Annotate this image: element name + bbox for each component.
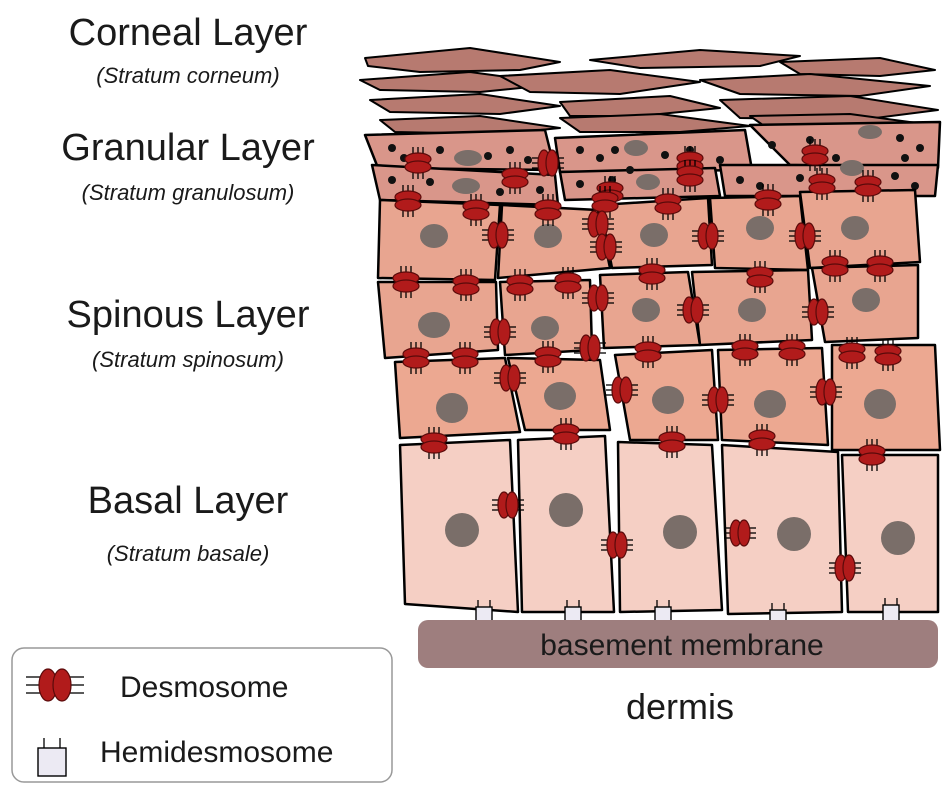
nucleus — [624, 140, 648, 156]
nucleus — [632, 298, 660, 322]
spinous-layer-title: Spinous Layer — [67, 294, 310, 336]
nucleus — [777, 517, 811, 551]
nucleus — [754, 390, 786, 418]
nucleus — [881, 521, 915, 555]
basal-layer — [400, 436, 938, 614]
corneocyte — [365, 48, 560, 72]
nucleus — [549, 493, 583, 527]
spinous-layer — [378, 190, 940, 450]
nucleus — [864, 389, 896, 419]
legend: Desmosome Hemidesmosome — [12, 648, 392, 782]
corneocyte — [590, 50, 800, 68]
nucleus — [636, 174, 660, 190]
legend-desmosome-label: Desmosome — [120, 671, 288, 704]
nucleus — [452, 178, 480, 194]
corneocyte — [500, 70, 700, 94]
nucleus — [454, 150, 482, 166]
corneal-layer-title: Corneal Layer — [69, 12, 308, 54]
nucleus — [840, 160, 864, 176]
corneocyte — [700, 74, 930, 96]
corneal-layer — [360, 48, 938, 134]
nucleus — [746, 216, 774, 240]
basement-membrane: basement membrane — [418, 620, 938, 668]
nucleus — [852, 288, 880, 312]
granular-layer-title: Granular Layer — [61, 127, 315, 169]
basal-layer-title: Basal Layer — [88, 480, 289, 522]
nucleus — [663, 515, 697, 549]
spinous-layer-latin: (Stratum spinosum) — [92, 347, 284, 372]
nucleus — [418, 312, 450, 338]
nucleus — [420, 224, 448, 248]
dermis-label: dermis — [626, 686, 734, 727]
nucleus — [841, 216, 869, 240]
layer-labels: Corneal Layer (Stratum corneum) Granular… — [61, 12, 315, 566]
nucleus — [544, 382, 576, 410]
nucleus — [436, 393, 468, 423]
nucleus — [738, 298, 766, 322]
basal-layer-latin: (Stratum basale) — [107, 541, 270, 566]
corneocyte — [560, 96, 720, 116]
nucleus — [445, 513, 479, 547]
legend-hemidesmosome-label: Hemidesmosome — [100, 736, 333, 769]
nucleus — [640, 223, 668, 247]
corneocyte — [560, 114, 750, 132]
granular-layer-latin: (Stratum granulosum) — [82, 180, 295, 205]
nucleus — [652, 386, 684, 414]
corneocyte — [780, 58, 935, 76]
granular-cell — [750, 122, 940, 168]
nucleus — [531, 316, 559, 340]
corneocyte — [370, 94, 560, 114]
corneal-layer-latin: (Stratum corneum) — [96, 63, 279, 88]
nucleus — [858, 125, 882, 139]
nucleus — [534, 224, 562, 248]
basement-membrane-label: basement membrane — [540, 629, 823, 662]
